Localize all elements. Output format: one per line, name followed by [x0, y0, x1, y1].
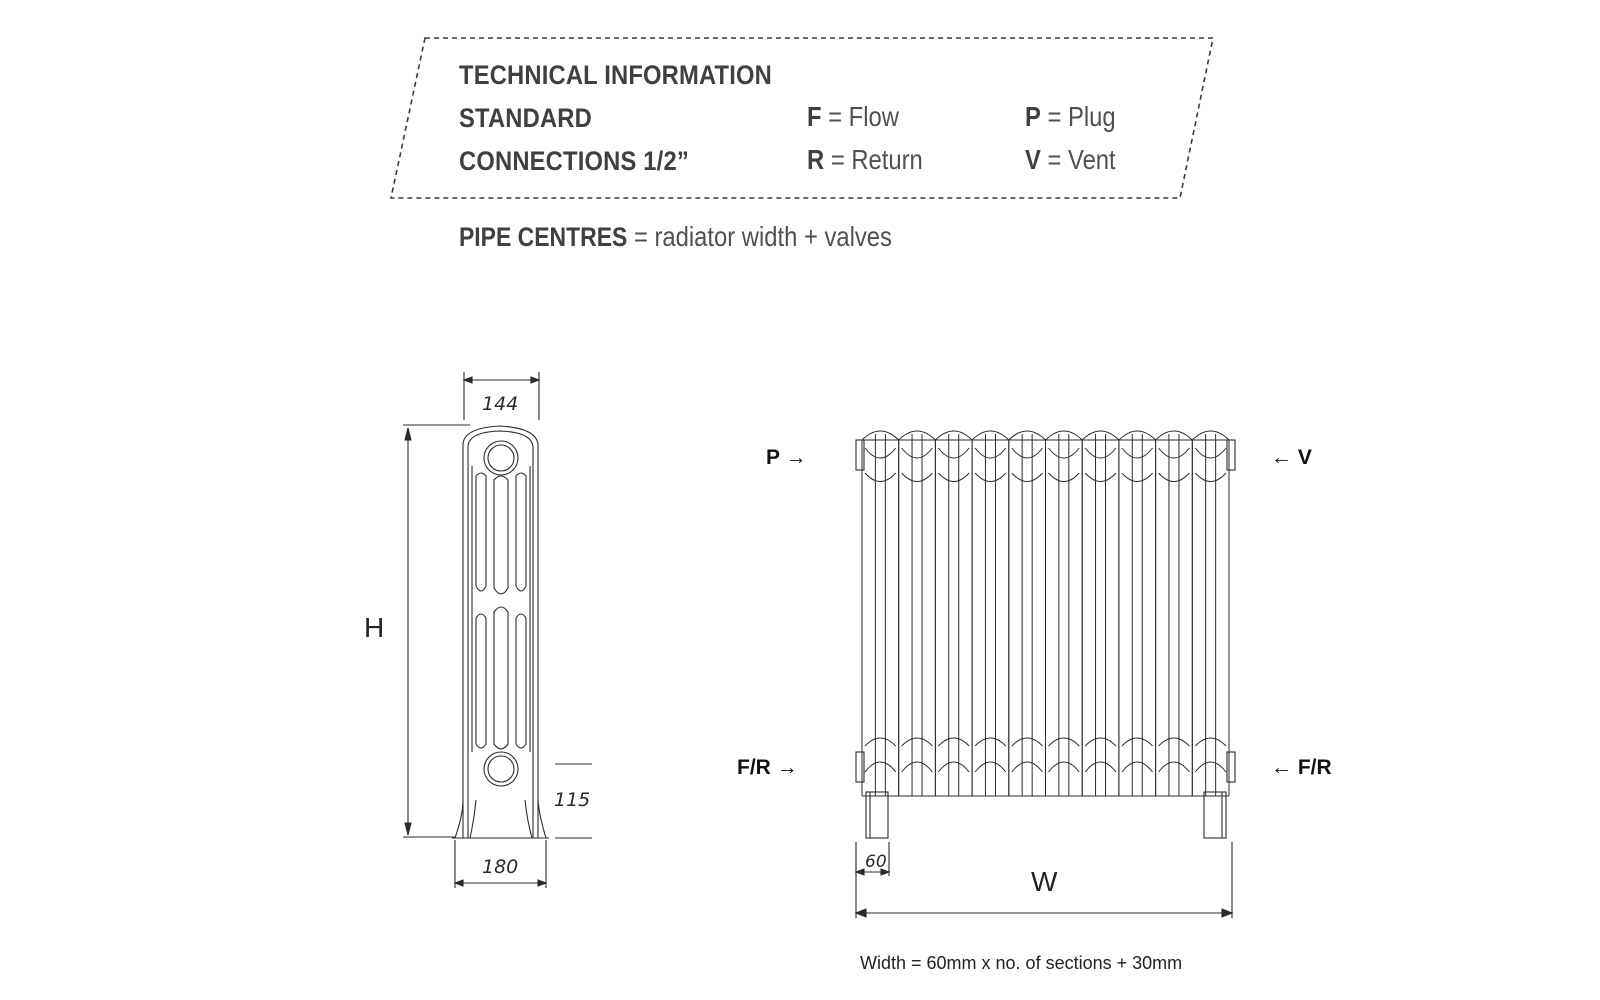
section-upper-waist [1048, 472, 1080, 482]
section-lower-neck [1194, 737, 1227, 747]
overall-width-label: W [1031, 866, 1058, 897]
side-foot-height-label: 115 [554, 789, 591, 811]
legend-flow-text: = Flow [828, 101, 899, 132]
section-top-neck [1158, 447, 1190, 459]
section-lower-waist [901, 761, 933, 773]
side-base-width-label: 180 [482, 856, 519, 878]
section-lower-waist [1048, 761, 1080, 773]
section-top-neck [1121, 447, 1153, 459]
section-lower-waist [1194, 761, 1227, 773]
pipe-centres-key: PIPE CENTRES [459, 222, 628, 252]
section-lower-waist [864, 761, 897, 773]
section-top-neck [974, 447, 1007, 459]
section-width-label: 60 [865, 852, 887, 872]
flow-return-right-label: ← F/R [1271, 756, 1332, 779]
section-top-neck [1048, 447, 1080, 459]
radiator-section [1008, 430, 1046, 796]
section-upper-waist [1121, 472, 1153, 482]
section-upper-waist [1011, 472, 1043, 482]
section-upper-waist [901, 472, 933, 482]
radiator-section [1081, 430, 1120, 796]
section-top-neck [1194, 447, 1227, 459]
radiator-section [934, 430, 973, 796]
section-lower-neck [1011, 737, 1043, 747]
radiator-section [1191, 430, 1230, 796]
legend-vent: V = Vent [1025, 144, 1116, 176]
info-standard: STANDARD [459, 103, 592, 133]
radiator-section [1045, 430, 1083, 796]
section-top-neck [1011, 447, 1043, 459]
legend-vent-key: V [1025, 144, 1041, 175]
radiator-section [861, 430, 900, 796]
legend-plug-text: = Plug [1047, 101, 1116, 132]
vent-connection-label: ← V [1271, 446, 1312, 469]
legend-flow: F = Flow [807, 101, 899, 133]
section-lower-neck [1121, 737, 1153, 747]
pipe-centres-text: = radiator width + valves [633, 221, 892, 252]
section-upper-waist [974, 472, 1007, 482]
info-title: TECHNICAL INFORMATION [459, 60, 773, 90]
section-lower-waist [1084, 761, 1117, 773]
section-lower-neck [1158, 737, 1190, 747]
section-upper-waist [1158, 472, 1190, 482]
section-lower-waist [1121, 761, 1153, 773]
side-height-label: H [364, 612, 385, 643]
section-lower-neck [938, 737, 970, 747]
legend-return-text: = Return [830, 144, 923, 175]
legend-vent-text: = Vent [1047, 144, 1116, 175]
section-lower-waist [1011, 761, 1043, 773]
section-lower-waist [1158, 761, 1190, 773]
pipe-centres-note: PIPE CENTRES = radiator width + valves [459, 221, 892, 253]
section-upper-waist [1084, 472, 1117, 482]
section-top-neck [901, 447, 933, 459]
section-upper-waist [938, 472, 970, 482]
legend-plug-key: P [1025, 101, 1041, 132]
legend-return: R = Return [807, 144, 923, 176]
radiator-section [1155, 430, 1193, 796]
section-lower-waist [974, 761, 1007, 773]
info-connections: CONNECTIONS 1/2” [459, 146, 689, 176]
section-lower-waist [938, 761, 970, 773]
radiator-section [1118, 430, 1157, 796]
section-lower-neck [1048, 737, 1080, 747]
section-lower-neck [864, 737, 897, 747]
legend-plug: P = Plug [1025, 101, 1116, 133]
section-lower-neck [1084, 737, 1117, 747]
section-top-neck [938, 447, 970, 459]
flow-return-left-label: F/R → [737, 756, 798, 779]
radiator-section [971, 430, 1010, 796]
side-top-width-label: 144 [482, 393, 519, 415]
section-top-neck [864, 447, 897, 459]
section-lower-neck [901, 737, 933, 747]
section-upper-waist [864, 472, 897, 482]
section-upper-waist [1194, 472, 1227, 482]
legend-flow-key: F [807, 101, 822, 132]
plug-connection-label: P → [766, 446, 807, 469]
section-lower-neck [974, 737, 1007, 747]
width-formula: Width = 60mm x no. of sections + 30mm [860, 953, 1183, 973]
section-top-neck [1084, 447, 1117, 459]
radiator-section [898, 430, 936, 796]
legend-return-key: R [807, 144, 825, 175]
